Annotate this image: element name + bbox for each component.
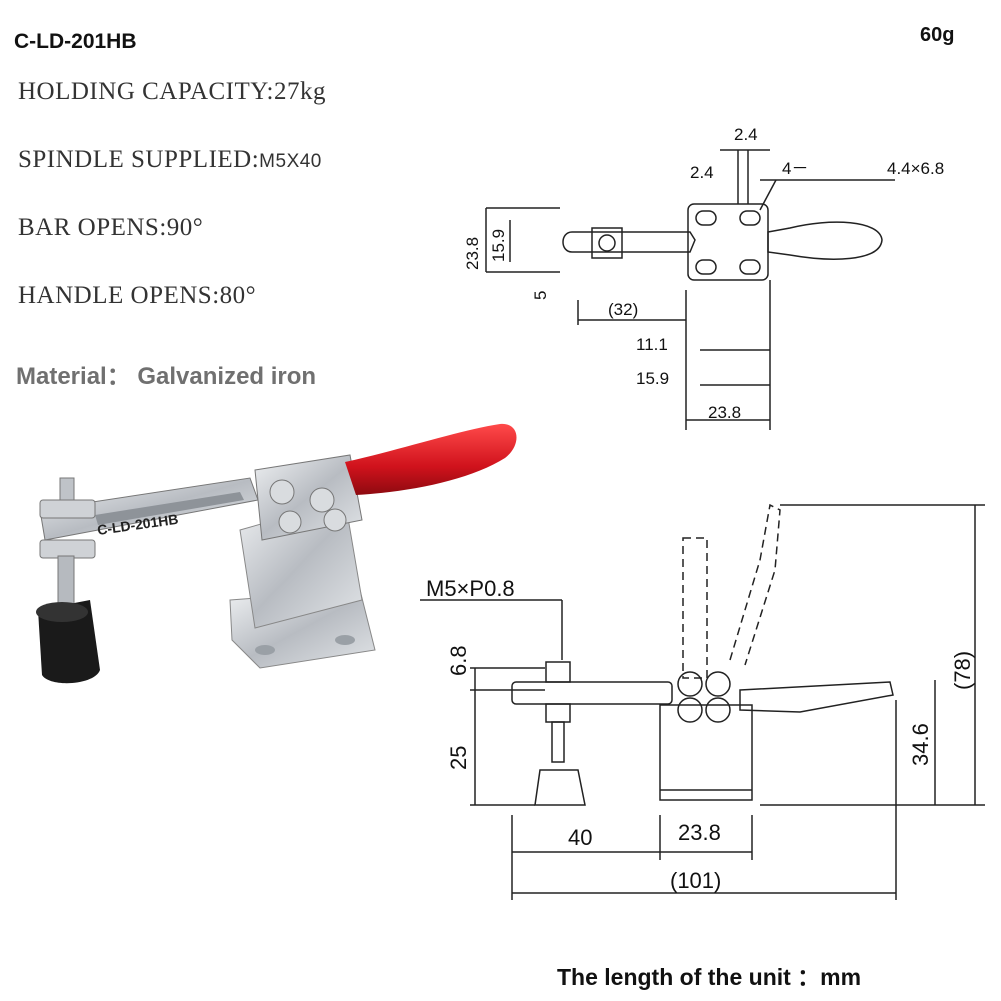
spec-value: M5X40 [259, 151, 322, 172]
spec-value: 80° [219, 282, 257, 309]
model-number: C-LD-201HB [14, 30, 137, 53]
spec-spindle-supplied: SPINDLE SUPPLIED:M5X40 [18, 146, 322, 174]
spec-label: SPINDLE SUPPLIED: [18, 146, 260, 173]
spec-label: BAR OPENS: [18, 214, 167, 241]
spec-value: 90° [166, 214, 204, 241]
spec-handle-opens: HANDLE OPENS:80° [18, 282, 256, 310]
spec-value: 27kg [274, 78, 326, 105]
spec-label: HOLDING CAPACITY: [18, 78, 274, 105]
spec-label: HANDLE OPENS: [18, 282, 220, 309]
material-note: Material： Galvanized iron [16, 363, 317, 390]
weight-value: 60g [920, 24, 955, 46]
unit-note: The length of the unit ：mm [557, 964, 862, 990]
spec-holding-capacity: HOLDING CAPACITY:27kg [18, 78, 326, 106]
spec-bar-opens: BAR OPENS:90° [18, 214, 203, 242]
